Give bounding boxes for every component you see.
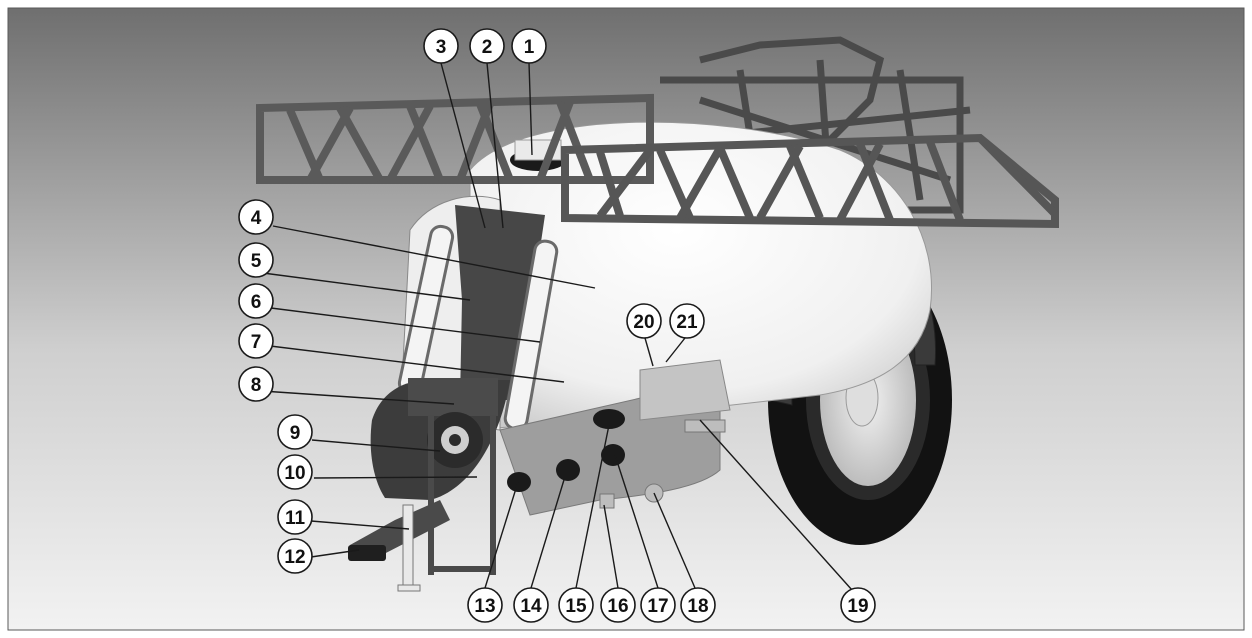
- svg-text:19: 19: [847, 596, 868, 617]
- svg-text:16: 16: [607, 596, 628, 617]
- svg-text:5: 5: [251, 251, 262, 272]
- callout-17: 17: [640, 587, 676, 623]
- svg-text:20: 20: [633, 312, 654, 333]
- callout-16: 16: [600, 587, 636, 623]
- svg-text:21: 21: [676, 312, 698, 333]
- svg-text:3: 3: [436, 37, 447, 58]
- callout-15: 15: [558, 587, 594, 623]
- sight-tubes: [397, 224, 559, 431]
- svg-text:4: 4: [251, 208, 262, 229]
- callout-14: 14: [513, 587, 549, 623]
- callout-19: 19: [840, 587, 876, 623]
- svg-text:14: 14: [520, 596, 542, 617]
- callout-12: 12: [277, 538, 313, 574]
- leader-lines: [261, 62, 853, 591]
- svg-text:13: 13: [474, 596, 495, 617]
- callout-1: 1: [511, 28, 547, 64]
- left-boom-frame: [256, 93, 654, 184]
- callout-13: 13: [467, 587, 503, 623]
- callout-5: 5: [238, 242, 274, 278]
- callout-7: 7: [238, 323, 274, 359]
- callout-11: 11: [277, 499, 313, 535]
- callout-4: 4: [238, 199, 274, 235]
- svg-text:6: 6: [251, 292, 262, 313]
- valve-gear: [427, 412, 483, 468]
- svg-text:11: 11: [285, 508, 306, 529]
- svg-text:1: 1: [524, 37, 535, 58]
- callouts: 1 2 3 4 5 6 7 8 9 10 11 12 13 14 15 16 1…: [238, 28, 876, 623]
- svg-text:8: 8: [251, 375, 262, 396]
- svg-text:7: 7: [251, 332, 262, 353]
- svg-text:18: 18: [687, 596, 708, 617]
- svg-text:17: 17: [647, 596, 668, 617]
- callout-2: 2: [469, 28, 505, 64]
- callout-9: 9: [277, 414, 313, 450]
- drawbar: [348, 415, 496, 592]
- front-boom-frame: [561, 133, 1059, 229]
- callout-8: 8: [238, 366, 274, 402]
- svg-text:10: 10: [284, 463, 305, 484]
- callout-3: 3: [423, 28, 459, 64]
- callout-20: 20: [626, 303, 662, 339]
- svg-text:9: 9: [290, 423, 301, 444]
- side-locker: [639, 359, 731, 421]
- outlets: [507, 409, 726, 509]
- control-panel-box: [408, 378, 498, 416]
- callout-21: 21: [669, 303, 705, 339]
- callout-10: 10: [277, 454, 313, 490]
- svg-text:2: 2: [482, 37, 493, 58]
- callout-18: 18: [680, 587, 716, 623]
- svg-text:12: 12: [284, 547, 305, 568]
- callout-6: 6: [238, 283, 274, 319]
- svg-text:15: 15: [565, 596, 587, 617]
